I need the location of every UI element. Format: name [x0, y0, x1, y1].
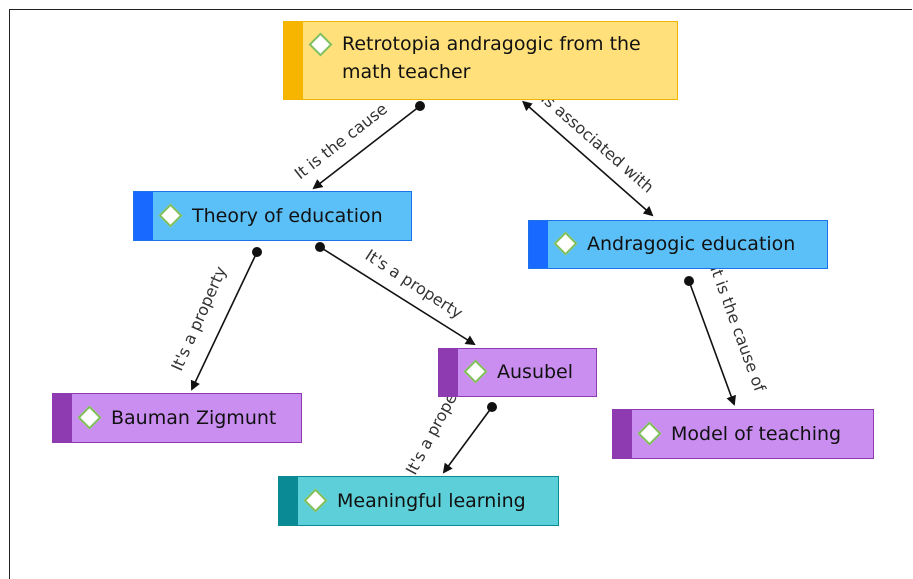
- link-line: [442, 406, 493, 474]
- concept-node-root[interactable]: Retrotopia andragogic from the math teac…: [283, 21, 678, 100]
- node-color-bar: [529, 221, 548, 268]
- link-theory-bauman[interactable]: [190, 247, 262, 391]
- concept-node-bauman[interactable]: Bauman Zigmunt: [52, 393, 302, 443]
- link-line: [688, 280, 736, 406]
- link-line: [190, 251, 258, 391]
- node-label: Ausubel: [497, 361, 574, 383]
- diamond-icon: [303, 488, 328, 513]
- concept-node-model[interactable]: Model of teaching: [612, 409, 874, 459]
- node-color-bar: [279, 477, 298, 525]
- link-andragogic-model[interactable]: [684, 276, 736, 406]
- node-color-bar: [613, 410, 632, 458]
- link-root-theory[interactable]: [312, 101, 425, 190]
- link-theory-ausubel[interactable]: [315, 242, 476, 346]
- link-line: [521, 100, 654, 217]
- node-color-bar: [284, 22, 303, 99]
- link-ausubel-meaningful[interactable]: [442, 402, 497, 474]
- diamond-icon: [463, 359, 488, 384]
- link-label-theory-bauman: It's a property: [167, 263, 230, 373]
- concept-node-meaningful[interactable]: Meaningful learning: [278, 476, 559, 526]
- node-label: Andragogic education: [587, 233, 796, 255]
- node-color-bar: [439, 349, 458, 396]
- link-label-andragogic-model: It is the cause of: [706, 263, 769, 395]
- concept-node-ausubel[interactable]: Ausubel: [438, 348, 597, 397]
- node-label: Meaningful learning: [337, 490, 526, 512]
- canvas-frame: [9, 9, 912, 579]
- node-color-bar: [53, 394, 72, 442]
- concept-node-theory[interactable]: Theory of education: [133, 191, 412, 241]
- diamond-icon: [637, 421, 662, 446]
- link-line: [312, 105, 421, 190]
- diamond-icon: [158, 203, 183, 228]
- link-line: [319, 246, 476, 346]
- diamond-icon: [77, 405, 102, 430]
- node-color-bar: [134, 192, 153, 240]
- node-label: Bauman Zigmunt: [111, 407, 277, 429]
- node-label: Model of teaching: [671, 423, 842, 445]
- link-root-andragogic[interactable]: [521, 100, 654, 217]
- link-label-root-andragogic: Is associated with: [537, 89, 657, 197]
- diamond-icon: [308, 32, 333, 57]
- concept-node-andragogic[interactable]: Andragogic education: [528, 220, 828, 269]
- diamond-icon: [553, 231, 578, 256]
- node-label: Retrotopia andragogic from the math teac…: [342, 33, 641, 83]
- node-label: Theory of education: [192, 205, 383, 227]
